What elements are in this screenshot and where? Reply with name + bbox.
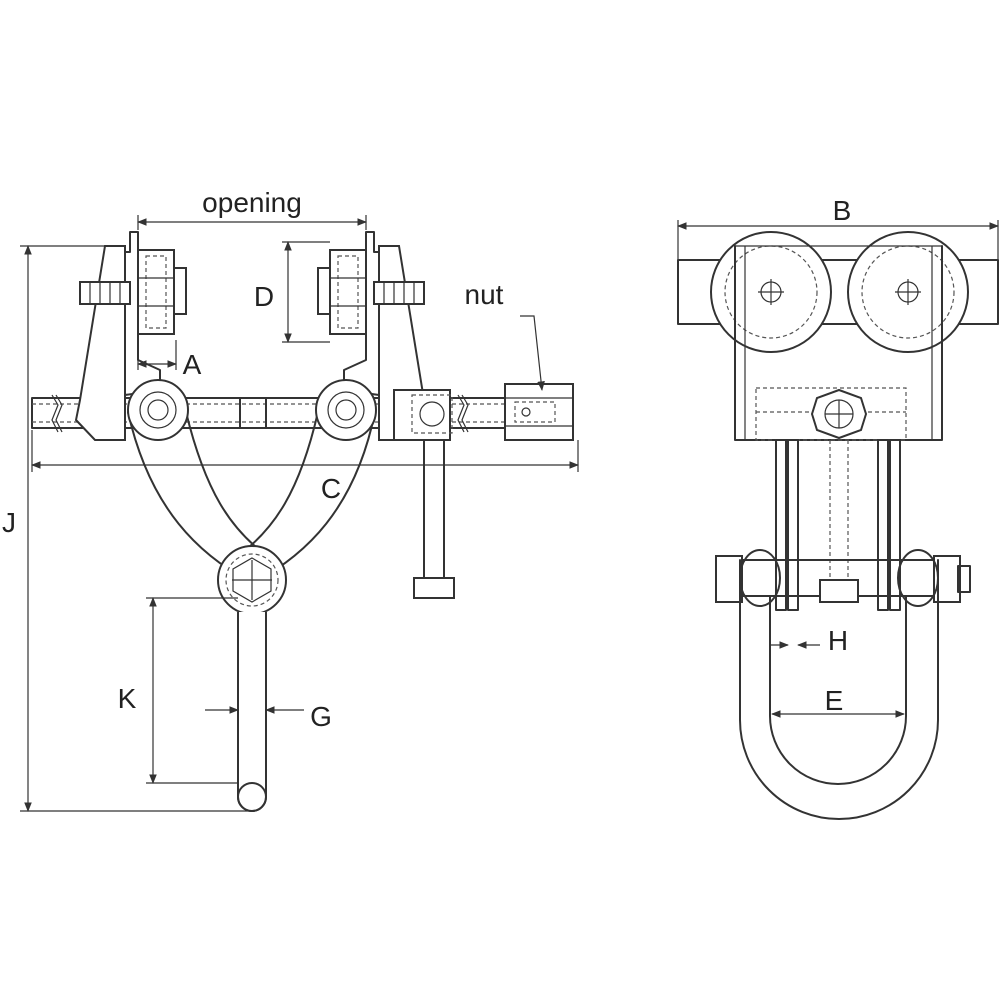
side-body: [734, 245, 943, 441]
label-a: A: [183, 349, 202, 380]
label-j: J: [2, 507, 16, 538]
label-d: D: [254, 281, 274, 312]
dimension-d: D: [254, 241, 330, 343]
side-rod: [393, 389, 455, 599]
shackle-bolt: [715, 555, 971, 603]
right-wheel-assembly: [317, 249, 425, 335]
dimension-c: C: [31, 430, 579, 504]
label-k: K: [118, 683, 137, 714]
label-b: B: [833, 195, 852, 226]
nut-callout: nut: [465, 279, 545, 391]
side-wheels: [677, 231, 999, 353]
front-view: opening D A C J: [2, 187, 579, 812]
dimension-k: K: [118, 597, 238, 784]
dimension-e: E: [771, 685, 905, 718]
dimension-g: G: [205, 701, 332, 732]
label-c: C: [321, 473, 341, 504]
dimension-a: A: [137, 340, 202, 380]
dimension-h: H: [770, 625, 848, 656]
label-e: E: [825, 685, 844, 716]
clamp-arms: [127, 379, 377, 583]
label-nut: nut: [465, 279, 504, 310]
hanger-plates: [775, 439, 901, 611]
shackle-bow: [739, 549, 939, 820]
dimension-j: J: [2, 245, 252, 812]
center-bolt: [810, 388, 868, 440]
dimension-b: B: [677, 195, 999, 260]
label-opening: opening: [202, 187, 302, 218]
dimension-opening: opening: [137, 187, 367, 230]
left-wheel-assembly: [79, 249, 187, 335]
adjust-nut: [504, 383, 574, 441]
hanger-hub: [217, 545, 287, 615]
side-view: B H E: [677, 195, 999, 820]
label-g: G: [310, 701, 332, 732]
label-h: H: [828, 625, 848, 656]
suspension-rod: [237, 612, 267, 812]
